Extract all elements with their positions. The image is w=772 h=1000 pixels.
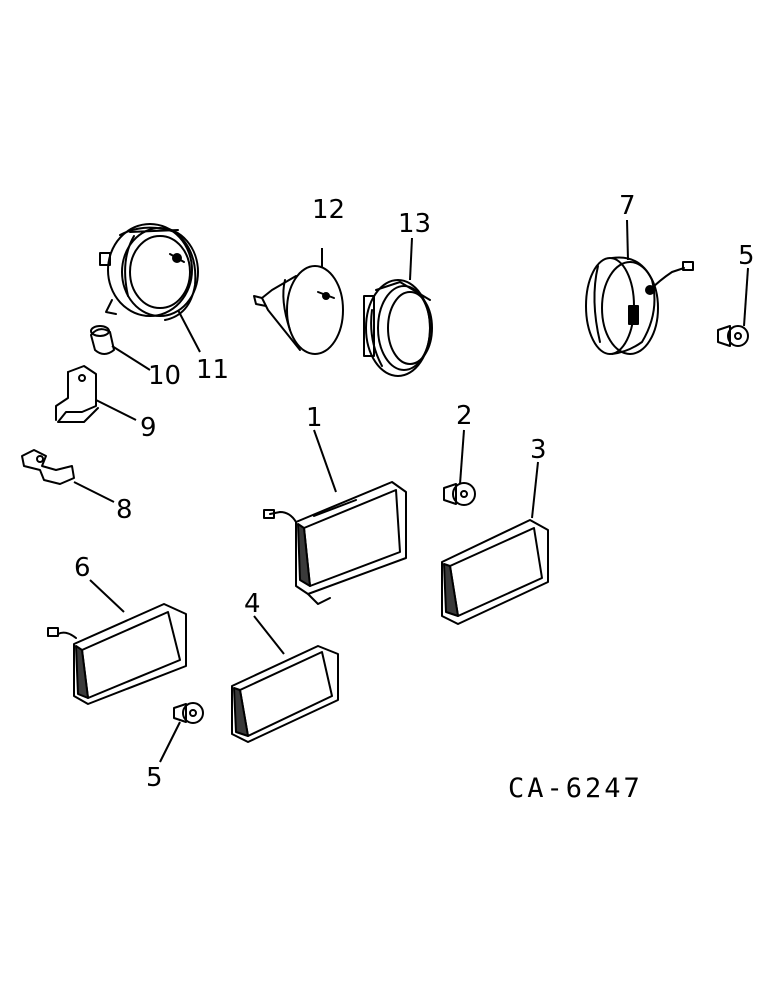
callout-5-top: 5 <box>738 241 755 271</box>
callout-13: 13 <box>398 209 431 239</box>
flat-bracket-part <box>21 449 75 485</box>
sleeve-part <box>90 325 115 355</box>
leader-lines <box>73 219 749 763</box>
rear-lamp-part-3 <box>441 519 549 625</box>
drawing-code: CA-6247 <box>508 773 643 804</box>
callout-9: 9 <box>140 413 157 443</box>
callout-2: 2 <box>456 401 473 431</box>
rear-lamp-with-wire-part <box>263 481 407 605</box>
callout-5-bottom: 5 <box>146 763 163 793</box>
callout-12: 12 <box>312 195 345 225</box>
callout-1: 1 <box>306 403 323 433</box>
callout-6: 6 <box>74 553 91 583</box>
callout-4: 4 <box>244 589 261 619</box>
callout-3: 3 <box>530 435 547 465</box>
callout-11: 11 <box>196 355 229 385</box>
callout-7: 7 <box>619 191 636 221</box>
rear-lamp-part-4 <box>231 645 339 743</box>
bulb-part-2 <box>443 482 476 506</box>
callout-8: 8 <box>116 495 133 525</box>
rear-lamp-with-wire-part-6 <box>47 603 187 705</box>
bulb-part-top <box>717 325 749 347</box>
callout-10: 10 <box>148 361 181 391</box>
headlamp-housing-part <box>99 223 199 321</box>
retaining-ring-part <box>363 279 433 377</box>
callout-labels: 12 13 7 5 11 10 9 8 1 2 3 6 4 5 <box>74 191 755 793</box>
mounting-bracket-part <box>55 365 99 423</box>
sealed-beam-part <box>253 265 344 355</box>
round-lamp-part <box>585 256 694 355</box>
bulb-part-bottom <box>173 702 204 724</box>
